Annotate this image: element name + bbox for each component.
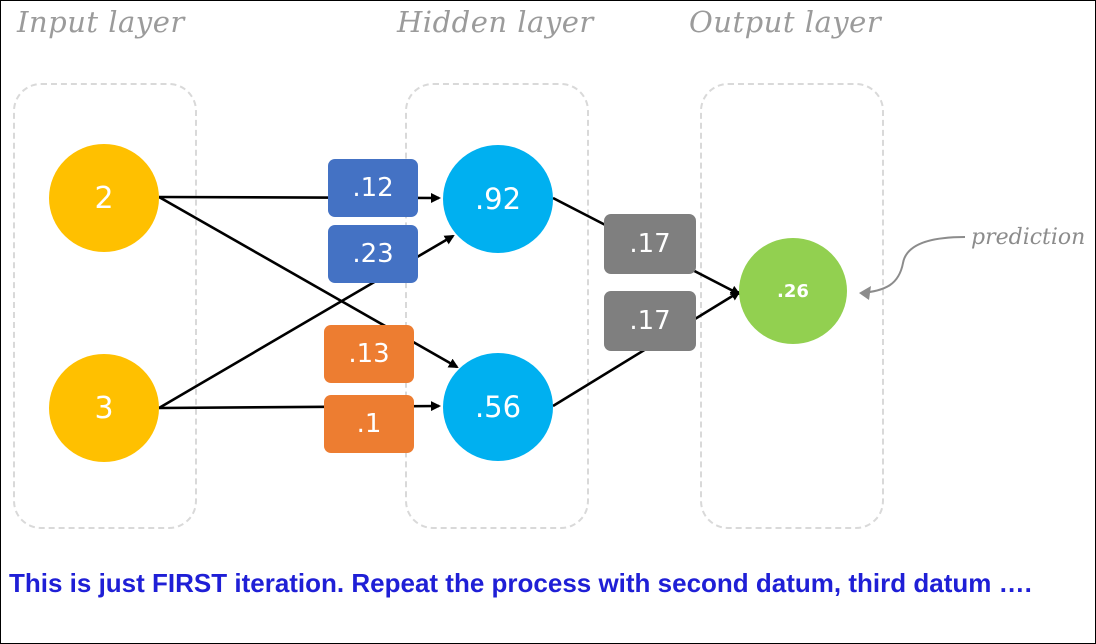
prediction-arrowhead xyxy=(859,286,871,300)
weight-box-w2: .23 xyxy=(328,225,418,283)
weight-box-w1: .12 xyxy=(328,159,418,217)
hidden-node-1: .92 xyxy=(443,145,553,253)
prediction-label: prediction xyxy=(971,225,1086,250)
weight-box-w3: .13 xyxy=(324,325,414,383)
iteration-caption: This is just FIRST iteration. Repeat the… xyxy=(9,568,1032,598)
output-layer-box xyxy=(700,83,884,529)
weight-box-w6: .17 xyxy=(604,291,696,351)
input-node-1: 2 xyxy=(49,144,159,252)
input-node-2: 3 xyxy=(49,354,159,462)
weight-box-w5: .17 xyxy=(604,214,696,274)
output-layer-title: Output layer xyxy=(689,5,882,39)
weight-box-w4: .1 xyxy=(324,395,414,453)
prediction-arrow xyxy=(860,236,966,294)
hidden-node-2: .56 xyxy=(443,353,553,461)
hidden-layer-title: Hidden layer xyxy=(397,5,594,39)
output-node: .26 xyxy=(739,238,847,344)
input-layer-box xyxy=(13,83,197,529)
input-layer-title: Input layer xyxy=(17,5,185,39)
hidden-layer-box xyxy=(405,83,589,529)
